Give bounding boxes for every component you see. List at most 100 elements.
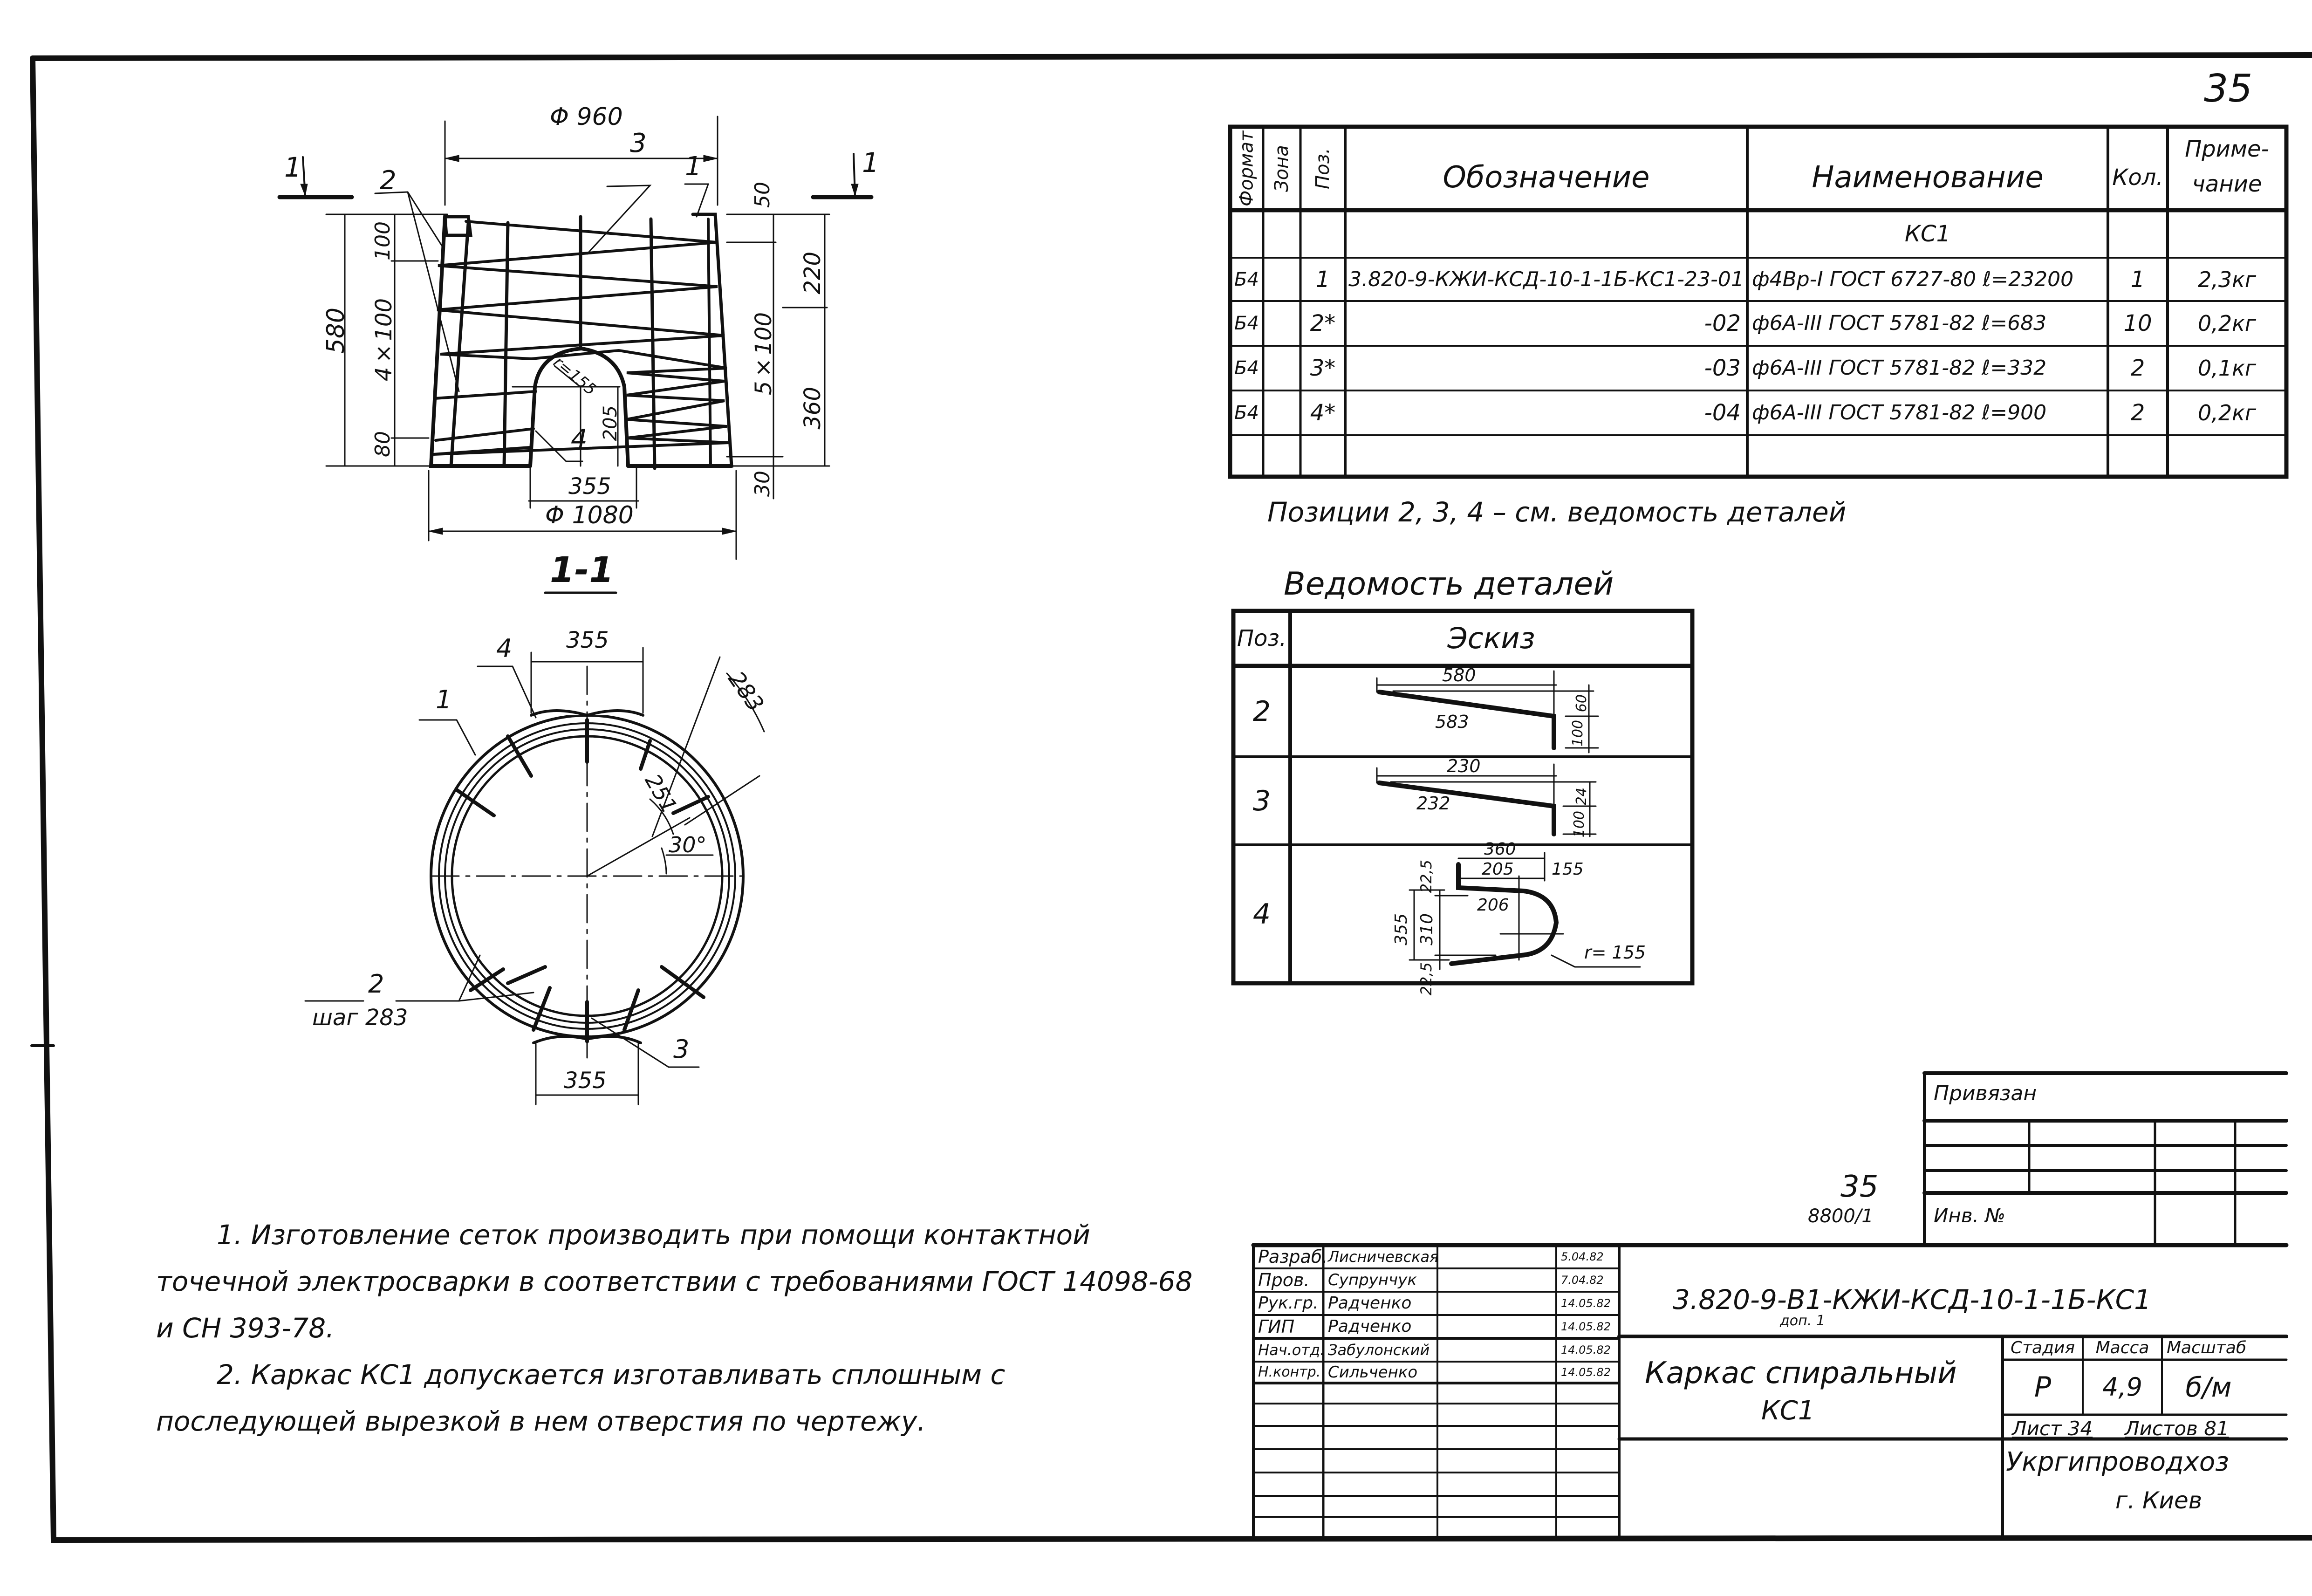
spec-group-title: КС1 bbox=[1904, 221, 1951, 247]
detail-4-radius: r= 155 bbox=[1584, 942, 1646, 963]
spec-header-name: Наименование bbox=[1812, 160, 2044, 195]
detail-2-bar: 583 bbox=[1435, 712, 1469, 732]
dim-height-total: 580 bbox=[322, 308, 350, 354]
note-1: 1. Изготовление сеток производить при по… bbox=[156, 1219, 1193, 1344]
dim-bottom-diameter: Φ 1080 bbox=[545, 501, 634, 529]
signature-name: Радченко bbox=[1328, 1317, 1412, 1336]
section-callout-1: 1 bbox=[436, 685, 452, 714]
signature-name: Сильченко bbox=[1328, 1363, 1418, 1382]
spec-table-grid bbox=[1228, 124, 2289, 479]
spec-cell-note: 2,3кг bbox=[2197, 267, 2257, 292]
signature-role: Пров. bbox=[1258, 1270, 1310, 1290]
spec-cell-pos: 3* bbox=[1310, 355, 1336, 381]
spec-cell-designation: 3.820-9-КЖИ-КСД-10-1-1Б-КС1-23-01 bbox=[1348, 267, 1744, 291]
spec-cell-designation: -02 bbox=[1704, 310, 1741, 336]
stamp-number: 35 bbox=[1840, 1170, 1879, 1204]
spec-cell-name: ф6А-III ГОСТ 5781-82 ℓ=900 bbox=[1752, 401, 2047, 425]
organization-city: г. Киев bbox=[2115, 1487, 2203, 1514]
detail-3-rise: 100 bbox=[1571, 811, 1587, 838]
signature-role: Разраб. bbox=[1258, 1247, 1328, 1267]
dim-top-right: 50 bbox=[751, 182, 774, 208]
signature-date: 14.05.82 bbox=[1561, 1320, 1611, 1333]
stage-value: Р bbox=[2034, 1371, 2052, 1404]
signature-date: 7.04.82 bbox=[1561, 1274, 1604, 1287]
spec-cell-pos: 2* bbox=[1310, 310, 1336, 336]
dim-lower-right: 360 bbox=[800, 387, 826, 430]
section-callout-4: 4 bbox=[496, 634, 513, 663]
spec-cell-format: Б4 bbox=[1234, 313, 1259, 334]
details-row-pos: 2 bbox=[1252, 695, 1271, 728]
signature-name: Радченко bbox=[1328, 1294, 1412, 1313]
spec-header-qty: Кол. bbox=[2112, 164, 2163, 191]
dim-bottom-right: 30 bbox=[751, 471, 774, 497]
section-callout-3: 3 bbox=[673, 1034, 690, 1064]
dim-top-diameter: Φ 960 bbox=[550, 103, 623, 131]
spec-cell-qty: 10 bbox=[2123, 310, 2152, 336]
section-dim-bottom: 355 bbox=[564, 1068, 607, 1094]
detail-2-top: 60 bbox=[1573, 694, 1590, 712]
detail-3-length: 230 bbox=[1447, 756, 1481, 776]
detail-sketch-2 bbox=[1376, 670, 1599, 753]
detail-4-bar: 206 bbox=[1477, 896, 1509, 915]
detail-sketch-4 bbox=[1409, 852, 1641, 970]
spec-header-pos: Поз. bbox=[1312, 148, 1334, 189]
note-2: 2. Каркас КС1 допускается изготавливать … bbox=[156, 1359, 1006, 1437]
spec-cell-note: 0,1кг bbox=[2197, 356, 2257, 381]
scale-value: б/м bbox=[2185, 1371, 2232, 1403]
stamp-sub: 8800/1 bbox=[1808, 1206, 1874, 1227]
detail-3-top: 24 bbox=[1573, 788, 1590, 806]
dim-spacing-left: 4×100 bbox=[371, 298, 397, 382]
sheet-number: 35 bbox=[2204, 67, 2253, 111]
spec-header-format: Формат bbox=[1236, 130, 1258, 206]
section-dim-angle: 30° bbox=[669, 832, 707, 857]
title-block-grid bbox=[1251, 1071, 2289, 1540]
plan-view-drawing bbox=[277, 116, 874, 560]
document-code: 3.820-9-В1-КЖИ-КСД-10-1-1Б-КС1 bbox=[1673, 1284, 2152, 1315]
document-code-sub: доп. 1 bbox=[1780, 1313, 1825, 1329]
detail-3-bar: 232 bbox=[1416, 793, 1450, 814]
linked-label: Привязан bbox=[1934, 1082, 2037, 1105]
dim-opening-height: 205 bbox=[600, 405, 621, 441]
spec-cell-pos: 1 bbox=[1315, 266, 1330, 293]
signature-role: Нач.отд. bbox=[1258, 1341, 1325, 1359]
dim-top-offset: 100 bbox=[371, 221, 395, 260]
detail-sketch-3 bbox=[1376, 763, 1597, 837]
spec-cell-format: Б4 bbox=[1234, 268, 1259, 290]
spec-cell-format: Б4 bbox=[1234, 357, 1259, 379]
sheets-label: Листов 81 bbox=[2125, 1417, 2229, 1440]
spec-cell-designation: -03 bbox=[1704, 355, 1741, 381]
mass-label: Масса bbox=[2095, 1338, 2149, 1357]
spec-cell-qty: 2 bbox=[2130, 400, 2145, 426]
spec-cell-qty: 1 bbox=[2130, 266, 2145, 293]
detail-4-straight: 205 bbox=[1482, 860, 1514, 879]
detail-4-top-offset: 22,5 bbox=[1417, 860, 1435, 893]
details-title: Ведомость деталей bbox=[1284, 566, 1614, 603]
spec-cell-qty: 2 bbox=[2130, 355, 2145, 381]
detail-4-bend: 155 bbox=[1552, 860, 1584, 879]
dim-upper-right: 220 bbox=[800, 252, 826, 295]
details-header-pos: Поз. bbox=[1237, 625, 1287, 651]
spec-header-zone: Зона bbox=[1271, 145, 1293, 192]
frame-border bbox=[30, 52, 2312, 1543]
details-header-sketch: Эскиз bbox=[1447, 621, 1535, 655]
sheet-label: Лист 34 bbox=[2012, 1417, 2093, 1440]
spec-header-note-1: Приме- bbox=[2185, 136, 2269, 162]
signature-name: Супрунчук bbox=[1328, 1271, 1417, 1289]
organization-name: Укргипроводхоз bbox=[2006, 1447, 2229, 1477]
stage-label: Стадия bbox=[2010, 1338, 2075, 1357]
signature-role: ГИП bbox=[1258, 1316, 1295, 1337]
spec-cell-format: Б4 bbox=[1234, 402, 1259, 424]
details-row-pos: 3 bbox=[1252, 784, 1271, 817]
inventory-label: Инв. № bbox=[1934, 1204, 2006, 1227]
section-callout-2: 2 bbox=[368, 969, 384, 999]
signature-date: 14.05.82 bbox=[1561, 1297, 1611, 1310]
section-dim-top: 355 bbox=[566, 627, 609, 653]
detail-2-length: 580 bbox=[1442, 665, 1476, 685]
signature-role: Н.контр. bbox=[1258, 1364, 1321, 1380]
spec-cell-name: ф6А-III ГОСТ 5781-82 ℓ=332 bbox=[1752, 356, 2047, 380]
product-name: Каркас спиральный bbox=[1645, 1356, 1957, 1391]
spec-cell-designation: -04 bbox=[1704, 400, 1741, 426]
detail-4-bottom-offset: 22,5 bbox=[1417, 962, 1435, 996]
callout-4: 4 bbox=[571, 424, 588, 454]
